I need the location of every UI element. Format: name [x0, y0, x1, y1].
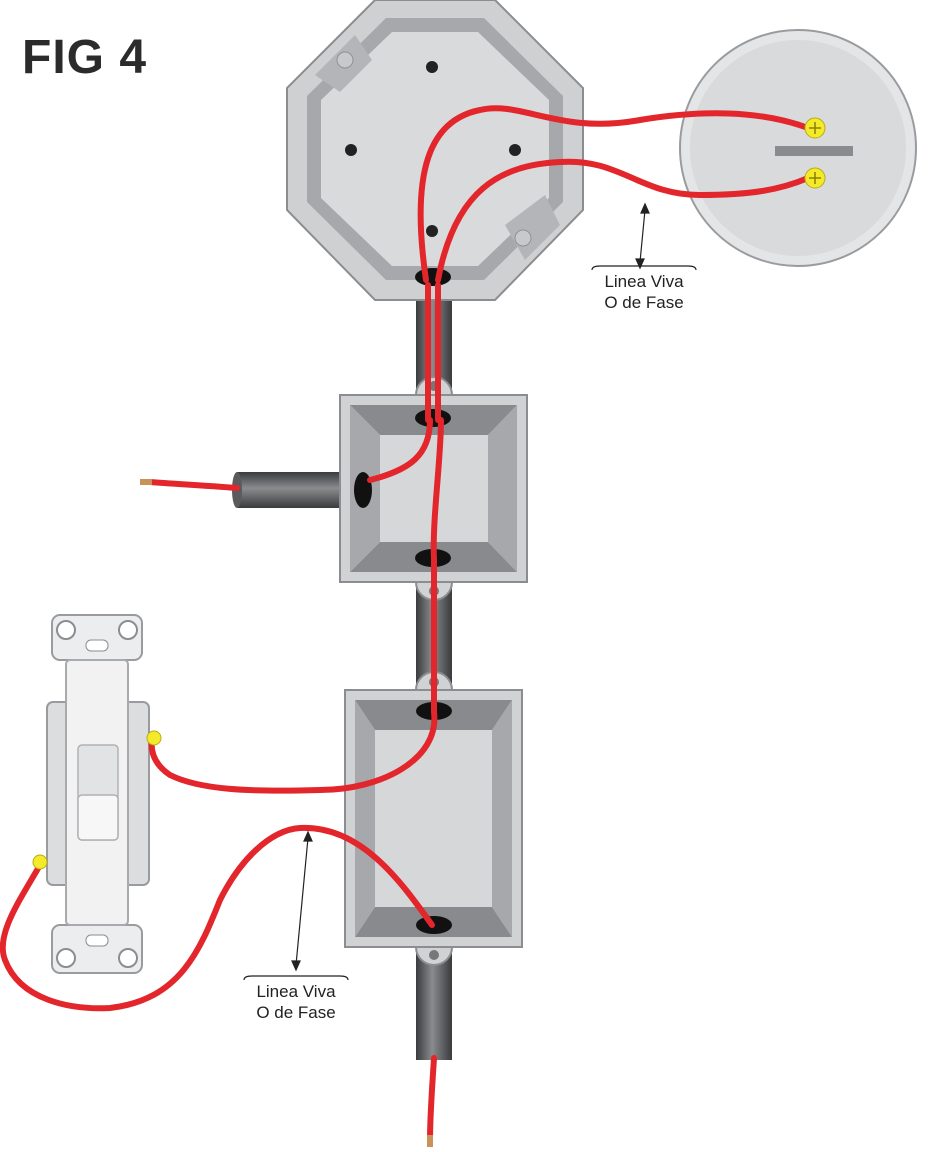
mounting-hole: [509, 144, 521, 156]
label-live-wire-bottom: Linea Viva O de Fase: [237, 981, 355, 1023]
wires: [0, 105, 811, 1143]
label-line: O de Fase: [604, 293, 684, 312]
wire-bottom-exit: [427, 1055, 437, 1143]
label-line: O de Fase: [256, 1003, 336, 1022]
terminal-screws: [32, 117, 826, 870]
light-fixture: [679, 29, 917, 267]
wire-to-source: [367, 417, 433, 483]
wire-from-switch-bottom: [0, 824, 435, 1012]
switch-terminal-top: [146, 730, 162, 746]
wire-tips: [140, 479, 433, 1147]
fixture-terminal-bottom: [804, 167, 826, 189]
fixture-bar: [775, 146, 853, 156]
wire-hot-to-fixture: [417, 105, 811, 283]
mounting-hole: [345, 144, 357, 156]
figure-title: FIG 4: [22, 31, 148, 84]
conduit-horizontal-left: [232, 472, 347, 508]
label-pointers: [243, 202, 697, 981]
switch-box: [344, 671, 523, 966]
knockout-hole: [415, 268, 451, 286]
fixture-terminal-top: [804, 117, 826, 139]
label-live-wire-top: Linea Viva O de Fase: [585, 271, 703, 313]
mounting-hole: [426, 61, 438, 73]
knockout-hole: [415, 409, 451, 427]
wire-to-switch-top: [148, 709, 438, 794]
wall-switch: [46, 614, 150, 974]
wire-return-to-fixture: [435, 158, 811, 283]
switch-terminal-bottom: [32, 854, 48, 870]
conduit-vertical-top: [416, 290, 452, 390]
mounting-hole: [426, 225, 438, 237]
octagon-junction-box: [286, 0, 584, 301]
label-line: Linea Viva: [604, 272, 684, 291]
label-line: Linea Viva: [256, 982, 336, 1001]
wire-source-feed: [147, 479, 240, 491]
wire-through-middle: [430, 417, 444, 563]
pointer-top: [639, 209, 646, 263]
pointer-bottom: [295, 837, 309, 966]
